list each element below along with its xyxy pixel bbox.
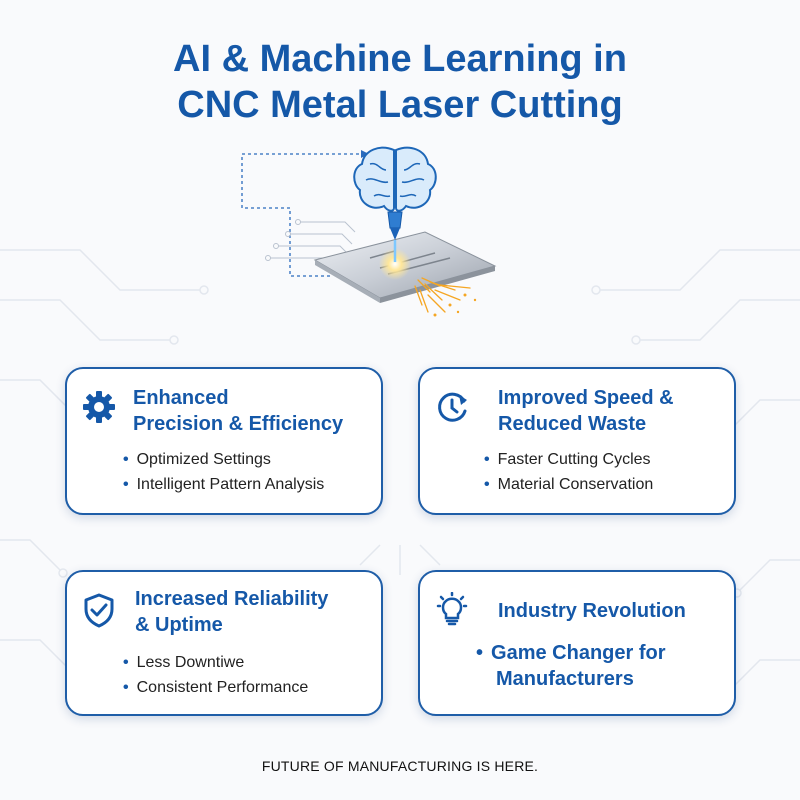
card-speed: Improved Speed & Reduced Waste •Faster C… (418, 367, 736, 515)
list-item: •Game Changer for (476, 642, 666, 664)
laser-cutting-illustration (241, 146, 497, 317)
shield-check-icon (84, 593, 114, 628)
card-title: Enhanced Precision & Efficiency (133, 385, 343, 437)
card-precision: Enhanced Precision & Efficiency •Optimiz… (65, 367, 383, 515)
bullet-list: •Optimized Settings •Intelligent Pattern… (123, 447, 324, 497)
card-reliability: Increased Reliability & Uptime •Less Dow… (65, 570, 383, 716)
bullet-list: •Less Downtiwe •Consistent Performance (123, 650, 308, 700)
list-item: •Material Conservation (484, 476, 654, 493)
card-title-line: Improved Speed & (498, 387, 674, 409)
footer-tagline: FUTURE OF MANUFACTURING IS HERE. (261, 758, 539, 774)
bullet-list: •Game Changer for Manufacturers (476, 640, 666, 692)
title-line-2: CNC Metal Laser Cutting (177, 84, 623, 126)
list-item: •Faster Cutting Cycles (484, 451, 651, 468)
card-title-line: & Uptime (135, 614, 223, 636)
card-title: Increased Reliability & Uptime (135, 586, 328, 638)
list-item: •Consistent Performance (123, 679, 309, 696)
list-item: •Optimized Settings (123, 451, 271, 468)
clock-cycle-icon (438, 392, 467, 422)
list-item: •Less Downtiwe (123, 654, 245, 671)
lightbulb-icon (436, 592, 468, 626)
card-title-line: Enhanced (133, 387, 229, 409)
card-title: Industry Revolution (498, 598, 686, 624)
list-item: Manufacturers (496, 668, 634, 690)
card-title: Improved Speed & Reduced Waste (498, 385, 674, 437)
list-item: •Intelligent Pattern Analysis (123, 476, 325, 493)
gear-icon (83, 391, 115, 423)
page-title: AI & Machine Learning in CNC Metal Laser… (0, 36, 800, 128)
card-industry: Industry Revolution •Game Changer for Ma… (418, 570, 736, 716)
title-line-1: AI & Machine Learning in (173, 38, 627, 80)
card-title-line: Precision & Efficiency (133, 413, 344, 435)
card-title-line: Reduced Waste (498, 413, 647, 435)
card-title-line: Industry Revolution (498, 600, 686, 622)
bullet-list: •Faster Cutting Cycles •Material Conserv… (484, 447, 653, 497)
card-title-line: Increased Reliability (135, 588, 329, 610)
